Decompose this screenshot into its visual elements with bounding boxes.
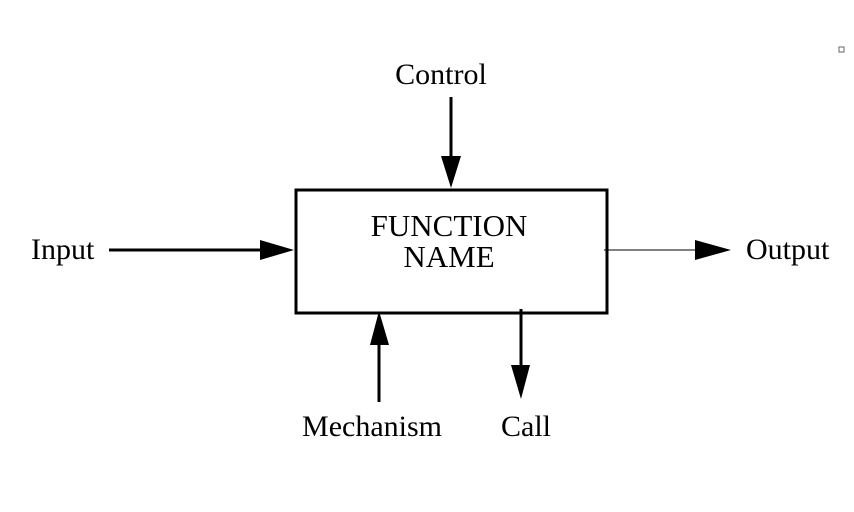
corner-handle <box>838 46 845 53</box>
call-label: Call <box>501 410 551 443</box>
function-name-line1: FUNCTION <box>371 208 528 243</box>
mechanism-label: Mechanism <box>302 410 442 443</box>
output-label: Output <box>746 233 830 266</box>
function-box <box>294 188 609 315</box>
input-label: Input <box>31 233 95 266</box>
output-arrow <box>604 240 731 260</box>
control-arrow <box>441 97 461 188</box>
input-arrow <box>109 240 294 260</box>
function-name-line2: NAME <box>403 239 494 274</box>
mechanism-arrow <box>370 311 389 402</box>
control-label: Control <box>395 58 487 91</box>
call-arrow <box>511 309 530 399</box>
